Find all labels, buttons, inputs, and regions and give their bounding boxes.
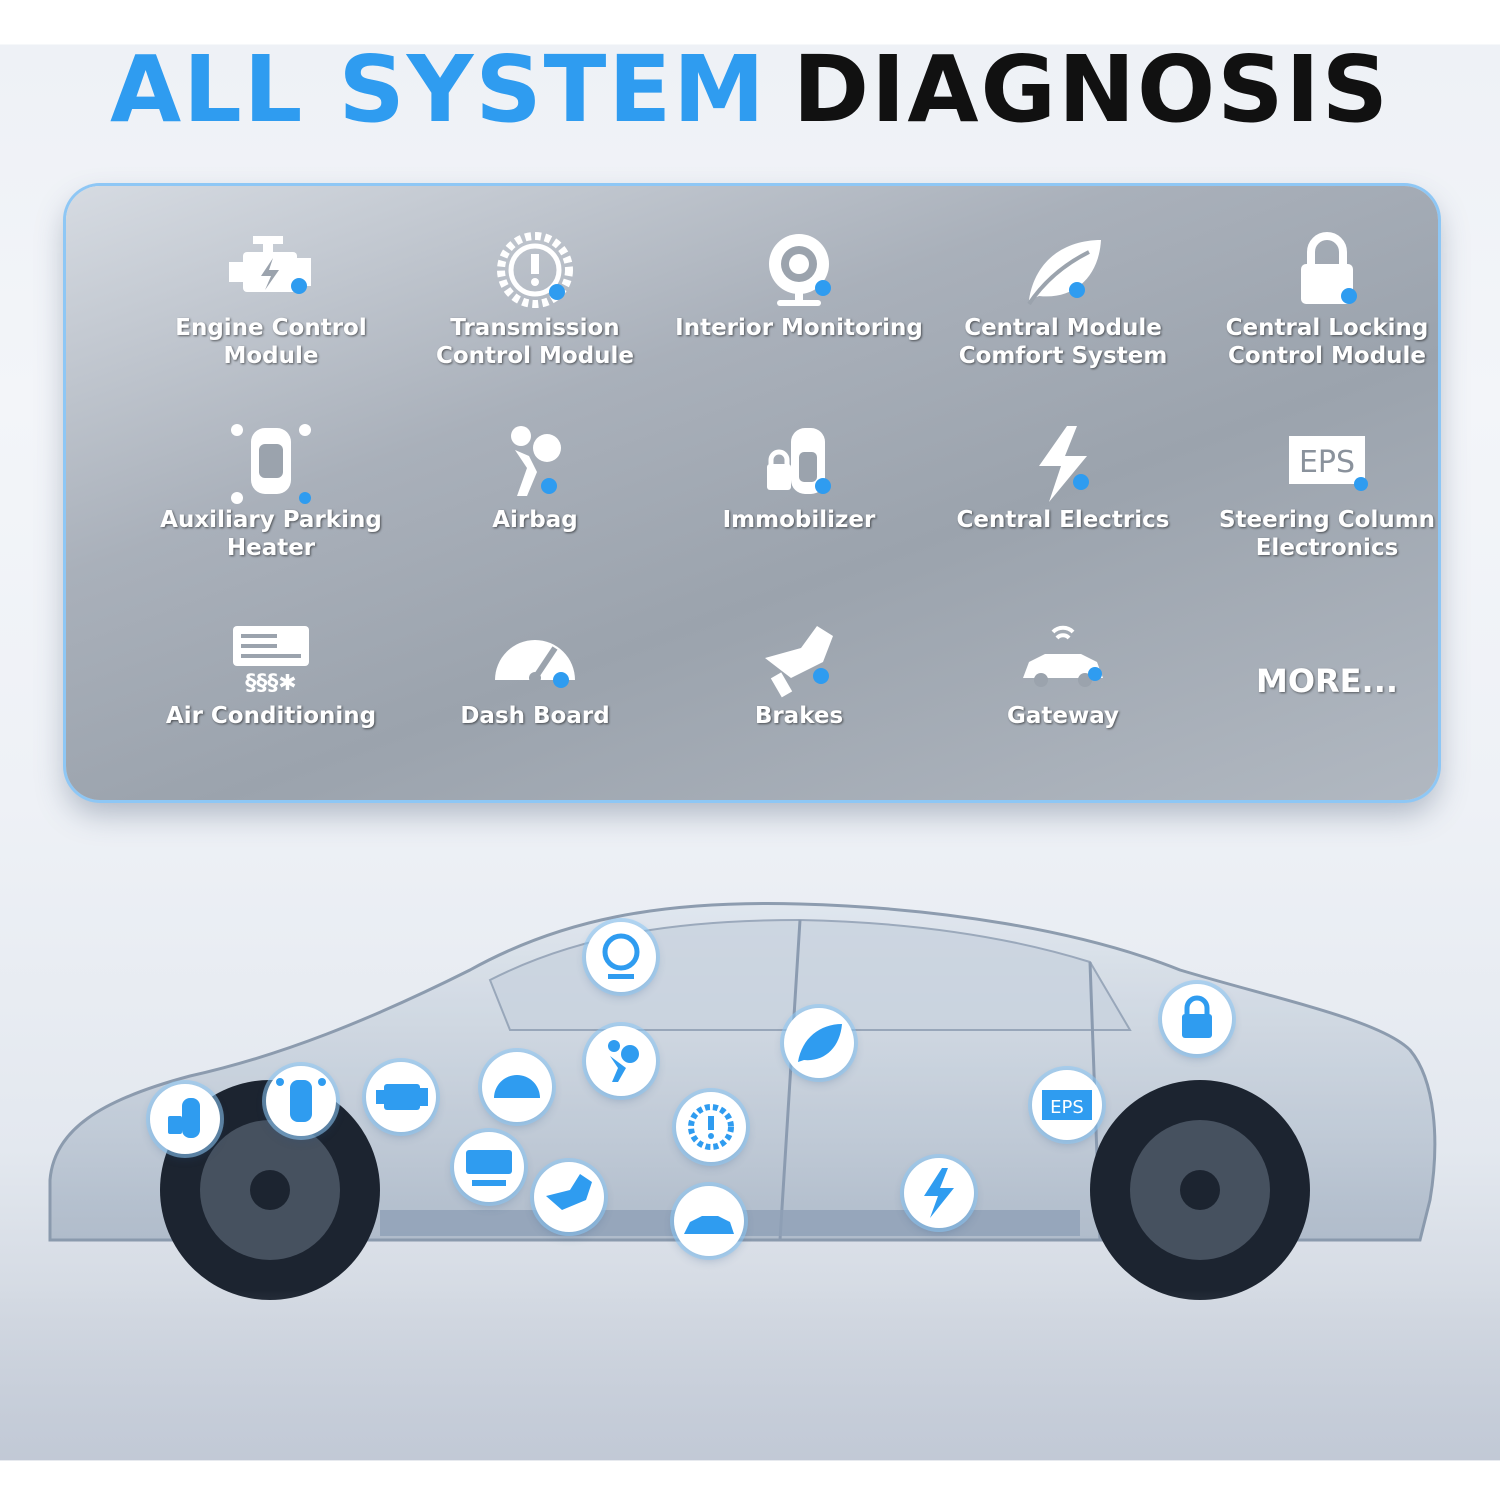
speedometer-icon <box>495 640 575 688</box>
system-label: Steering Column Electronics <box>1218 507 1436 561</box>
system-auxiliary-parking-heater: Auxiliary Parking Heater <box>136 422 406 562</box>
system-dash-board: Dash Board <box>400 618 670 730</box>
key-fob-icon <box>767 428 831 494</box>
car-bubble-air-conditioner <box>454 1132 524 1202</box>
airbag-icon <box>608 1040 639 1082</box>
system-label: Auxiliary Parking Heater <box>160 507 382 561</box>
car-bubble-gear-warning <box>676 1092 746 1162</box>
car-bubble-airbag <box>586 1026 656 1096</box>
system-label: Engine Control Module <box>175 315 367 369</box>
system-label: Brakes <box>754 703 844 729</box>
car-bubble-leaf <box>784 1008 854 1078</box>
engine-icon <box>229 236 311 294</box>
engine-icon <box>376 1084 428 1110</box>
system-label: Airbag <box>492 507 578 533</box>
system-transmission-control-module: Transmission Control Module <box>400 230 670 370</box>
system-label: Immobilizer <box>722 507 876 533</box>
speedometer-icon <box>494 1075 540 1098</box>
brake-pedal-icon <box>546 1174 592 1210</box>
system-label: Dash Board <box>460 703 610 729</box>
car-bubble-speedometer <box>482 1052 552 1122</box>
webcam-icon <box>769 234 831 306</box>
system-label: Transmission Control Module <box>435 315 635 369</box>
title-part-1: ALL SYSTEM <box>109 36 767 143</box>
air-conditioner-icon <box>466 1150 512 1186</box>
parking-sensor-icon <box>231 424 311 504</box>
car-bubble-eps: EPS <box>1032 1070 1102 1140</box>
air-conditioner-icon: §§§✱ <box>233 626 309 696</box>
car-illustration: EPS <box>40 880 1460 1320</box>
lock-icon <box>1301 232 1357 304</box>
gear-warning-icon <box>688 1104 734 1150</box>
lock-icon <box>1182 995 1212 1038</box>
car-bubble-parking-sensor <box>266 1066 336 1136</box>
system-label: Central Electrics <box>956 507 1170 533</box>
car-bubble-brake-pedal <box>534 1162 604 1232</box>
eps-icon: EPS <box>1289 436 1368 491</box>
system-engine-control-module: Engine Control Module <box>136 230 406 370</box>
eps-text: EPS <box>1050 1097 1084 1118</box>
title-part-2: DIAGNOSIS <box>792 36 1391 143</box>
lightning-icon <box>1039 426 1089 502</box>
system-central-locking: Central Locking Control Module <box>1192 230 1462 370</box>
transparent-car-graphic <box>48 902 1437 1300</box>
system-label: Central Locking Control Module <box>1225 315 1429 369</box>
car-bubble-engine <box>366 1062 436 1132</box>
car-bubble-lock <box>1162 984 1232 1054</box>
more-systems: MORE... <box>1192 662 1462 700</box>
airbag-icon <box>511 426 561 496</box>
system-label: Interior Monitoring <box>675 315 923 341</box>
system-gateway: Gateway <box>928 618 1198 730</box>
car-bubble-webcam <box>586 922 656 992</box>
system-interior-monitoring: Interior Monitoring <box>664 230 934 342</box>
leaf-icon <box>1027 240 1101 306</box>
car-bubble-key-fob <box>150 1084 220 1154</box>
system-label: Air Conditioning <box>165 703 377 729</box>
eps-text: EPS <box>1299 445 1355 480</box>
brake-pedal-icon <box>765 626 833 698</box>
car-bubble-lightning <box>904 1158 974 1228</box>
floor-reflection <box>0 1290 1500 1460</box>
more-label: MORE... <box>1255 662 1398 700</box>
system-immobilizer: Immobilizer <box>664 422 934 534</box>
gear-warning-icon <box>497 232 573 308</box>
webcam-icon <box>602 933 640 979</box>
parking-sensor-icon <box>276 1078 326 1122</box>
car-bubble-gateway <box>674 1186 744 1256</box>
gateway-car-icon <box>1023 625 1103 687</box>
system-airbag: Airbag <box>400 422 670 534</box>
system-brakes: Brakes <box>664 618 934 730</box>
system-label: Central Module Comfort System <box>958 315 1168 369</box>
leaf-icon <box>798 1024 842 1062</box>
system-air-conditioning: §§§✱ Air Conditioning <box>136 618 406 730</box>
system-central-module-comfort: Central Module Comfort System <box>928 230 1198 370</box>
system-label: Gateway <box>1006 703 1120 729</box>
svg-text:§§§✱: §§§✱ <box>245 671 296 696</box>
lightning-icon <box>924 1168 954 1218</box>
system-central-electrics: Central Electrics <box>928 422 1198 534</box>
system-list-panel: Engine Control Module Transmission Contr… <box>66 186 1438 800</box>
eps-icon: EPS <box>1042 1090 1092 1120</box>
key-fob-icon <box>168 1098 200 1138</box>
system-steering-column-electronics: EPS Steering Column Electronics <box>1192 422 1462 562</box>
gateway-car-icon <box>684 1216 734 1234</box>
